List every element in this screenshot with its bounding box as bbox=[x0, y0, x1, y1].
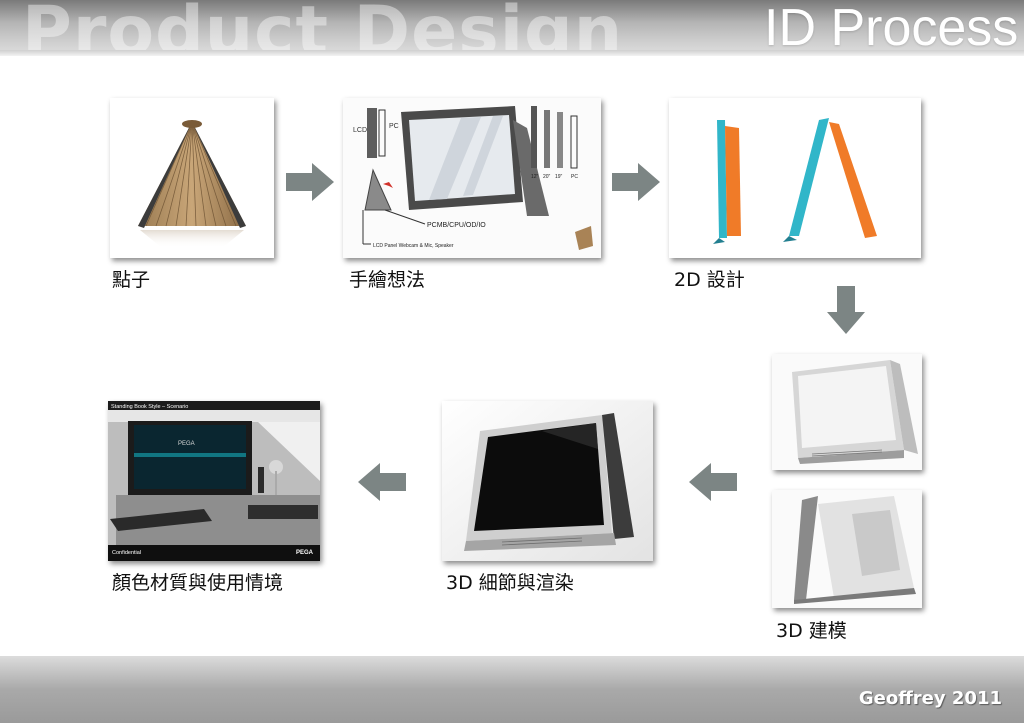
step-caption-sketch: 手繪想法 bbox=[349, 269, 426, 291]
arrow-left-icon bbox=[358, 463, 406, 501]
arrow-left-icon bbox=[689, 463, 737, 501]
monitor-3d-front-illustration bbox=[772, 354, 922, 470]
footer-author: Geoffrey 2011 bbox=[858, 688, 1002, 709]
sketch-size-1: 12" bbox=[531, 174, 539, 180]
sketch-size-4: PC bbox=[571, 174, 578, 180]
scenario-image: Standing Book Style – Scenario PEGA Conf… bbox=[108, 401, 320, 561]
monitor-render-illustration bbox=[442, 401, 653, 561]
step-caption-scenario: 顏色材質與使用情境 bbox=[112, 572, 284, 594]
step-caption-2d: 2D 設計 bbox=[674, 269, 745, 291]
arrow-down-icon bbox=[827, 286, 865, 334]
header-watermark: Product Design bbox=[22, 0, 624, 56]
screen-logo: PEGA bbox=[178, 441, 195, 447]
slide-title: Standing Book Style – Scenario bbox=[111, 404, 188, 410]
sketch-size-2: 20" bbox=[543, 174, 551, 180]
sketch-image: LCD PC PCMB/CPU/OD/IO LCD Panel Webcam &… bbox=[343, 98, 601, 258]
slide-confidential: Confidential bbox=[112, 550, 141, 556]
sketch-note-lcd: LCD bbox=[353, 127, 367, 134]
step-caption-idea: 點子 bbox=[112, 269, 151, 291]
step-caption-3d-model: 3D 建模 bbox=[776, 620, 847, 642]
profile-2d-illustration bbox=[713, 118, 877, 244]
header-divider bbox=[0, 50, 1024, 56]
sketch-note-panel: LCD Panel Webcam & Mic, Speaker bbox=[373, 243, 454, 249]
footer-bar: Geoffrey 2011 bbox=[0, 656, 1024, 723]
monitor-sketch-illustration: LCD PC PCMB/CPU/OD/IO LCD Panel Webcam &… bbox=[343, 98, 601, 258]
scenario-illustration: Standing Book Style – Scenario PEGA Conf… bbox=[108, 401, 320, 561]
monitor-3d-side-illustration bbox=[772, 490, 922, 608]
arrow-right-icon bbox=[612, 163, 660, 201]
model-3d-side-image bbox=[772, 490, 922, 608]
idea-image bbox=[110, 98, 274, 258]
step-caption-3d-render: 3D 細節與渲染 bbox=[446, 572, 574, 594]
design-2d-image bbox=[669, 98, 921, 258]
model-3d-front-image bbox=[772, 354, 922, 470]
sketch-note-pc: PC bbox=[389, 123, 399, 130]
slide-brand: PEGA bbox=[296, 550, 314, 556]
render-3d-image bbox=[442, 401, 653, 561]
sketch-note-mb: PCMB/CPU/OD/IO bbox=[427, 222, 486, 229]
header-banner: Product Design ID Process bbox=[0, 0, 1024, 56]
arrow-right-icon bbox=[286, 163, 334, 201]
sketch-size-3: 19" bbox=[555, 174, 563, 180]
book-cone-illustration bbox=[138, 120, 246, 248]
page-title: ID Process bbox=[764, 0, 1019, 56]
